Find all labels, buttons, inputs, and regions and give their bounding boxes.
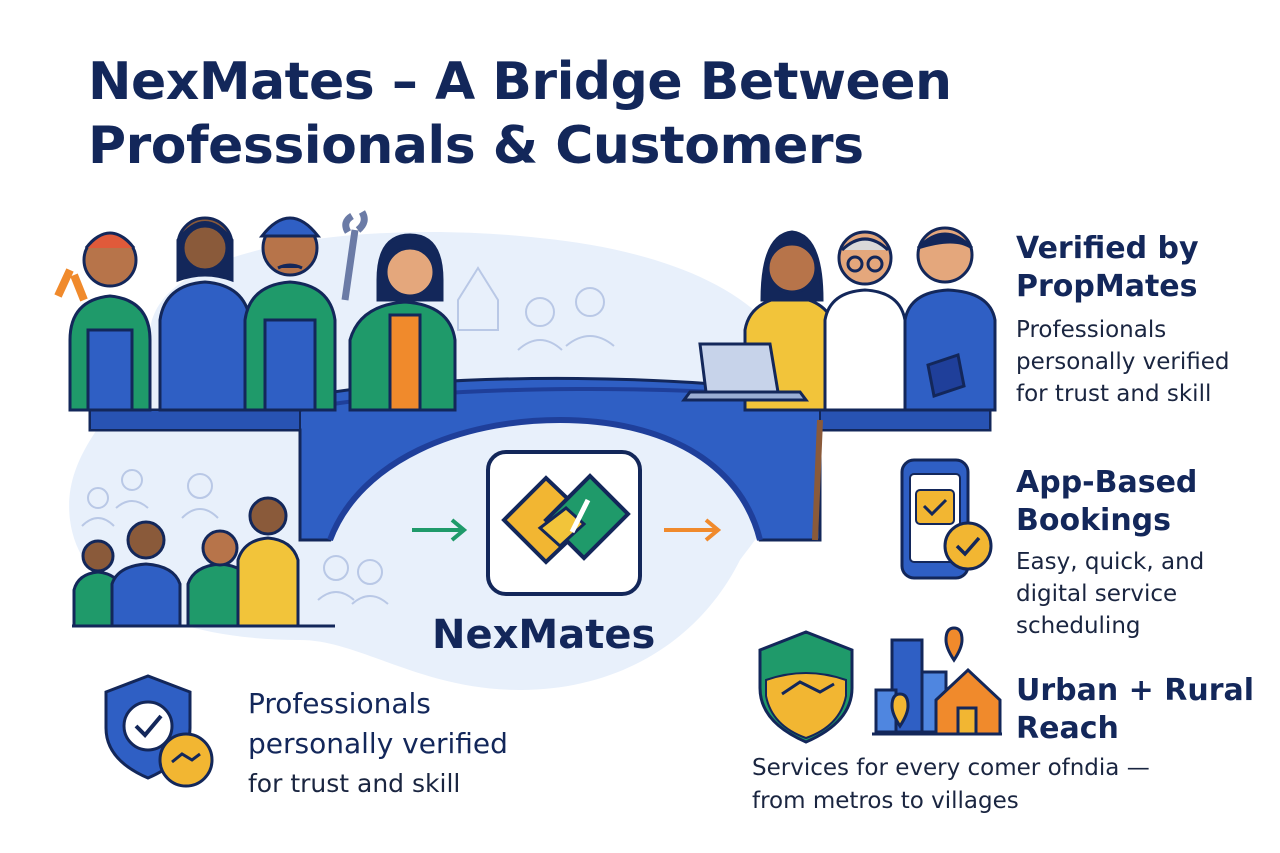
customers-group	[681, 226, 997, 541]
feature-verified-desc: Professionals personally verified for tr…	[1016, 314, 1229, 410]
city-village-icon	[872, 626, 1002, 736]
feature-app-bookings-title-line-2: Bookings	[1016, 503, 1172, 538]
bridge	[88, 376, 992, 542]
feature-verified-title-line-2: PropMates	[1016, 269, 1198, 304]
feature-verified: Verified by PropMates Professionals pers…	[1016, 230, 1229, 410]
feature-verified-title-line-1: Verified by	[1016, 231, 1199, 266]
title-line-1: NexMates – A Bridge Between	[88, 52, 952, 112]
feature-app-bookings: App-Based Bookings Easy, quick, and digi…	[1016, 464, 1204, 642]
shield-check-icon	[104, 674, 214, 788]
title-line-2: Professionals & Customers	[88, 116, 864, 176]
feature-reach-desc-line-2: from metros to villages	[752, 788, 1019, 814]
feature-app-bookings-title: App-Based Bookings	[1016, 464, 1204, 540]
feature-app-bookings-desc: Easy, quick, and digital service schedul…	[1016, 546, 1204, 642]
bottom-left-line-2: personally verified	[248, 727, 508, 760]
brand-name: NexMates	[432, 612, 656, 658]
page-title: NexMates – A Bridge Between Professional…	[88, 50, 1088, 178]
bottom-left-line-1: Professionals	[248, 687, 431, 720]
feature-app-bookings-desc-line-2: digital service	[1016, 581, 1178, 607]
feature-app-bookings-desc-line-1: Easy, quick, and	[1016, 549, 1205, 575]
feature-verified-desc-line-1: Professionals	[1016, 317, 1167, 343]
arrow-logo-to-right	[664, 518, 722, 542]
feature-verified-desc-line-2: personally verified	[1016, 349, 1230, 375]
bottom-left-line-3: for trust and skill	[248, 769, 461, 798]
feature-app-bookings-title-line-1: App-Based	[1016, 465, 1198, 500]
feature-reach-desc-line-1: Services for every comer ofndia —	[752, 755, 1150, 781]
arrow-left-to-logo	[412, 518, 468, 542]
handshake-heart-logo	[486, 450, 642, 596]
faint-sketches	[81, 266, 615, 605]
feature-reach-title: Urban + Rural Reach	[1016, 672, 1254, 748]
professionals-group	[54, 210, 457, 412]
feature-reach-title-line-1: Urban + Rural	[1016, 673, 1255, 708]
bottom-left-verified: Professionals personally verified for tr…	[248, 684, 508, 804]
shield-handshake-icon	[758, 630, 854, 744]
feature-reach-title-line-2: Reach	[1016, 711, 1119, 746]
feature-reach: Urban + Rural Reach	[1016, 672, 1254, 748]
community-group	[72, 496, 335, 628]
feature-verified-title: Verified by PropMates	[1016, 230, 1229, 306]
phone-calendar-icon	[900, 458, 993, 580]
feature-verified-desc-line-3: for trust and skill	[1016, 381, 1212, 407]
feature-reach-desc: Services for every comer ofndia — from m…	[752, 752, 1222, 818]
feature-app-bookings-desc-line-3: scheduling	[1016, 613, 1141, 639]
